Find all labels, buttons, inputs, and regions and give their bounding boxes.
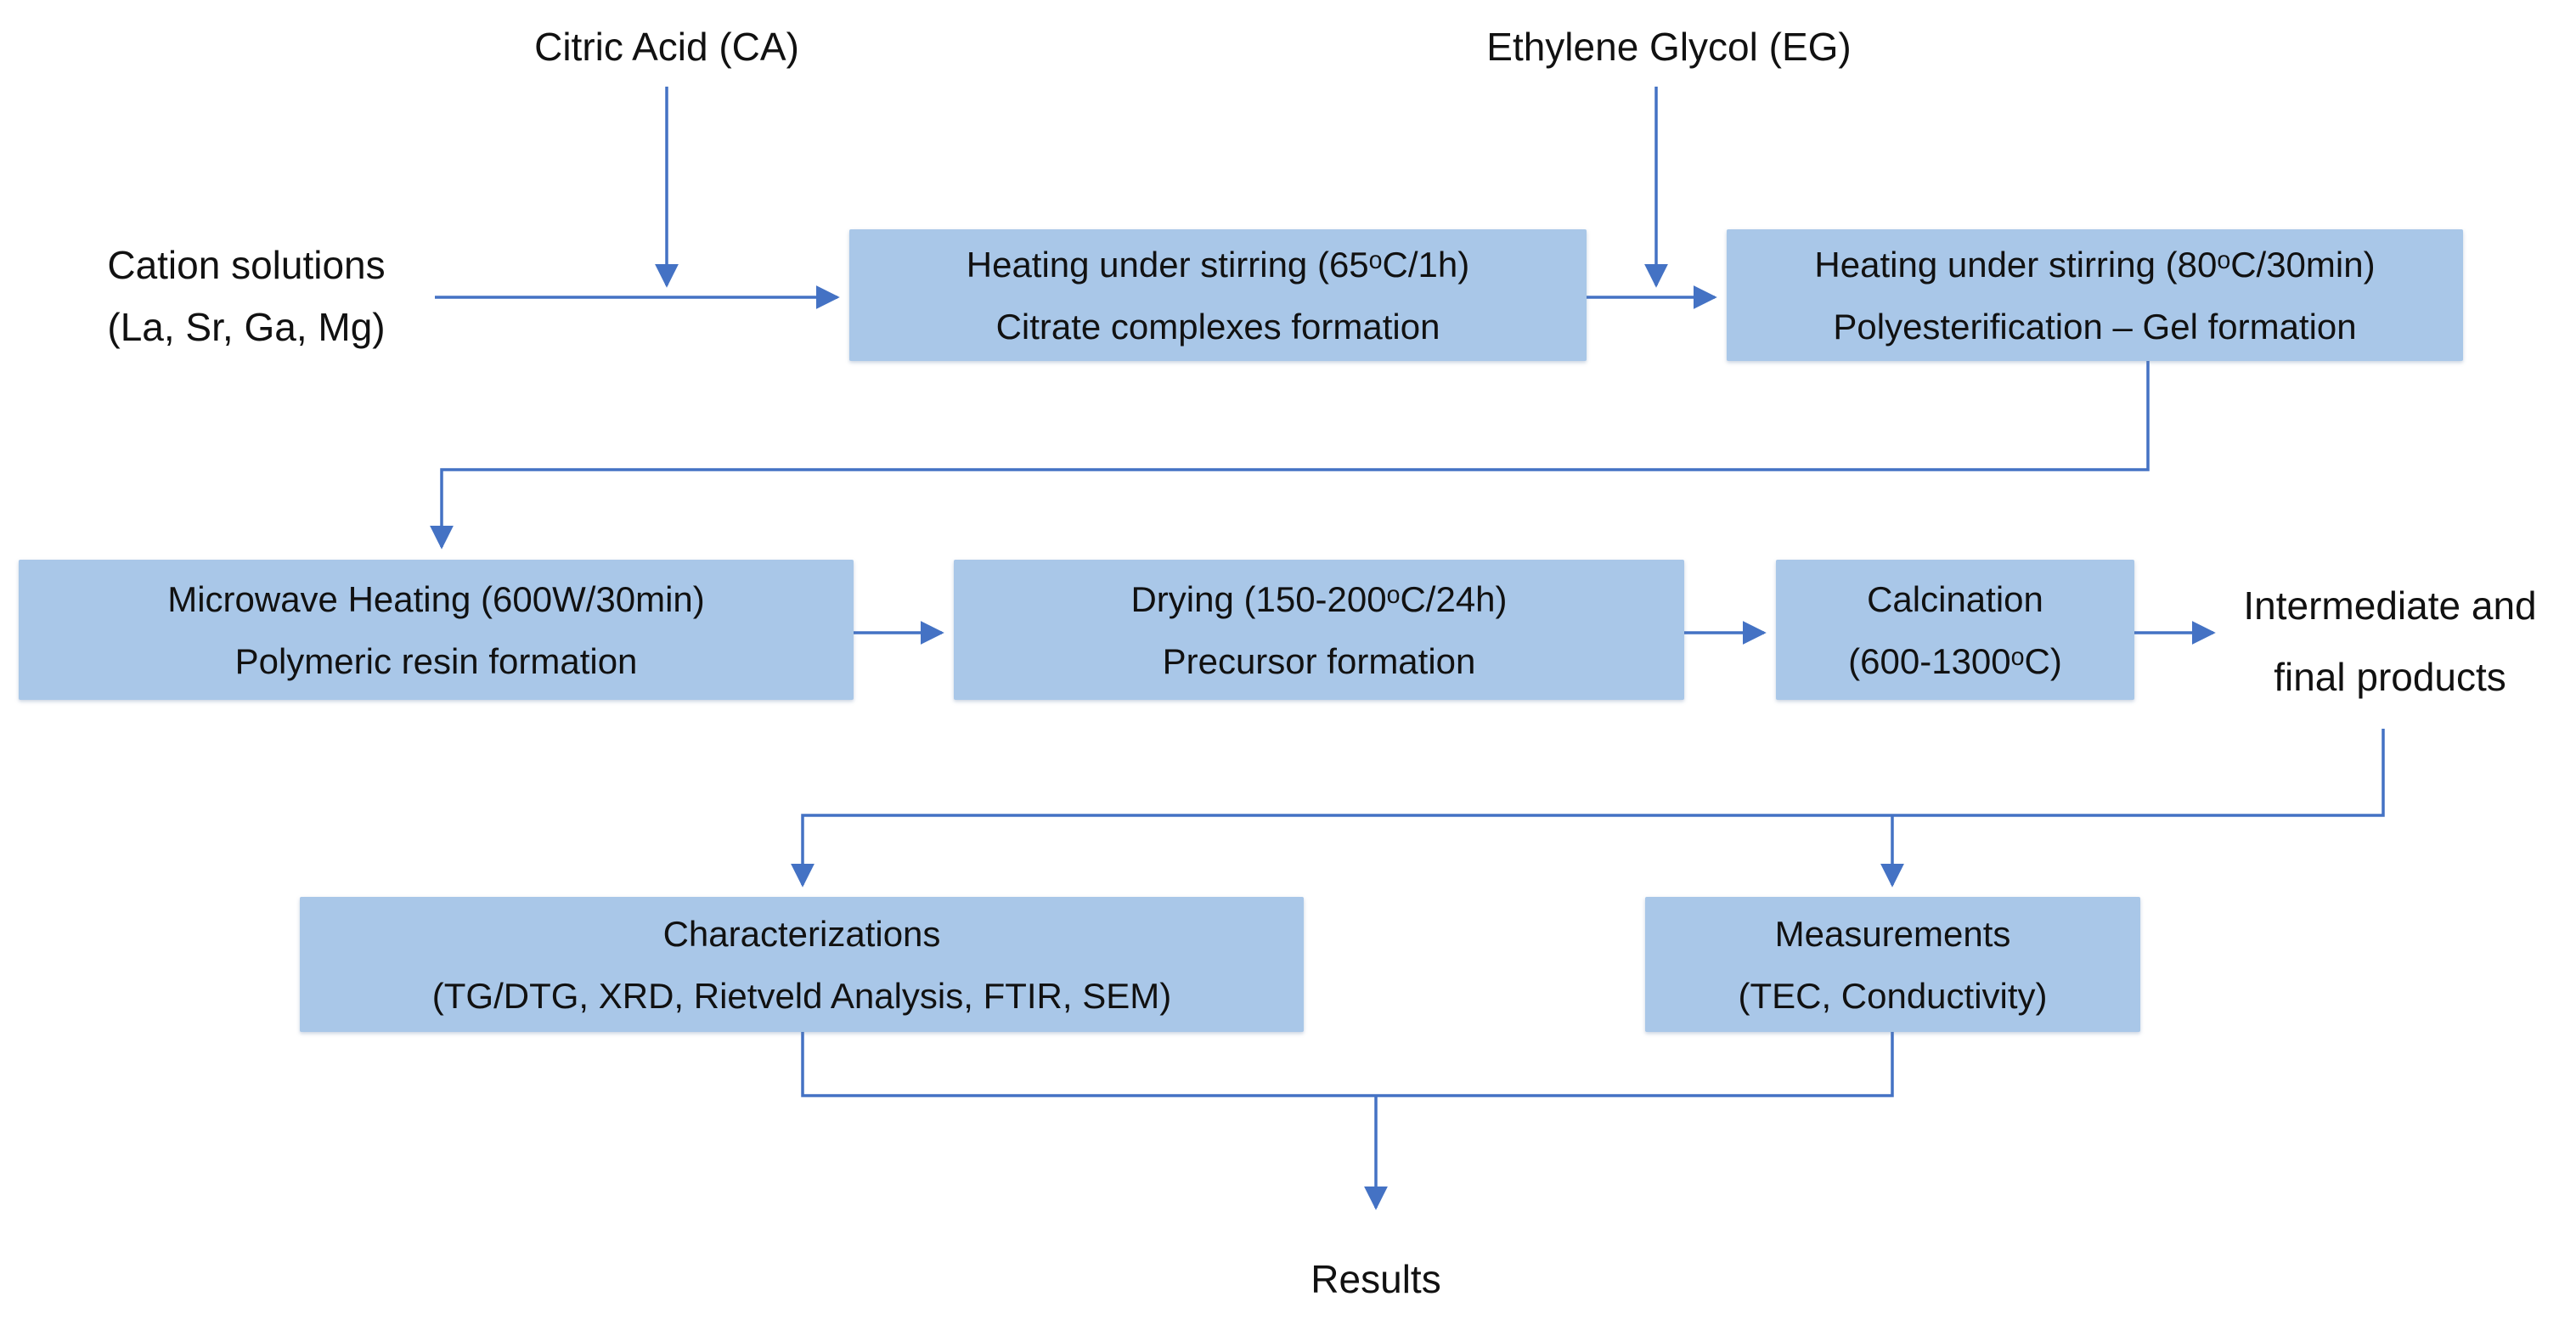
box-characterizations-line2: (TG/DTG, XRD, Rietveld Analysis, FTIR, S…: [431, 975, 1172, 1016]
box-heating-stirring-65-line1: Heating under stirring (65ᵒC/1h): [966, 244, 1470, 285]
box-heating-stirring-80-line1: Heating under stirring (80ᵒC/30min): [1814, 244, 2376, 285]
box-heating-stirring-65: Heating under stirring (65ᵒC/1h) Citrate…: [849, 229, 1587, 361]
box-heating-stirring-80-line2: Polyesterification – Gel formation: [1833, 306, 2357, 347]
box-calcination-line1: Calcination: [1867, 578, 2043, 619]
box-measurements: Measurements (TEC, Conductivity): [1645, 897, 2140, 1032]
box-microwave-heating: Microwave Heating (600W/30min) Polymeric…: [19, 560, 854, 700]
box-heating-stirring-80: Heating under stirring (80ᵒC/30min) Poly…: [1727, 229, 2463, 361]
box-drying-line1: Drying (150-200ᵒC/24h): [1130, 578, 1508, 619]
box-characterizations: Characterizations (TG/DTG, XRD, Rietveld…: [300, 897, 1304, 1032]
merge-connector: [801, 1032, 1894, 1097]
products-to-characterizations-elbow-arrow: [791, 729, 2385, 888]
box-calcination-line2: (600-1300ᵒC): [1848, 640, 2062, 681]
citric-acid-label: Citric Acid (CA): [534, 25, 799, 69]
cation-solutions-label: Cation solutions (La, Sr, Ga, Mg): [107, 234, 385, 358]
box-characterizations-line1: Characterizations: [662, 913, 941, 954]
box-calcination: Calcination (600-1300ᵒC): [1776, 560, 2134, 700]
box-microwave-heating-line2: Polymeric resin formation: [234, 640, 638, 681]
box-drying: Drying (150-200ᵒC/24h) Precursor formati…: [954, 560, 1684, 700]
cation-solutions-line1: Cation solutions: [107, 243, 386, 287]
cation-solutions-line2: (La, Sr, Ga, Mg): [107, 305, 386, 349]
intermediate-products-line1: Intermediate and: [2243, 583, 2537, 628]
intermediate-final-products-label: Intermediate and final products: [2243, 570, 2536, 713]
box-microwave-heating-line1: Microwave Heating (600W/30min): [167, 578, 705, 619]
box-measurements-line1: Measurements: [1774, 913, 2011, 954]
results-label: Results: [1311, 1257, 1441, 1301]
box-drying-line2: Precursor formation: [1162, 640, 1476, 681]
box-measurements-line2: (TEC, Conductivity): [1738, 975, 2048, 1016]
intermediate-products-line2: final products: [2274, 655, 2506, 699]
box-heating-stirring-65-line2: Citrate complexes formation: [995, 306, 1440, 347]
heating80-to-microwave-elbow-arrow: [430, 361, 2150, 550]
ethylene-glycol-label: Ethylene Glycol (EG): [1486, 25, 1852, 69]
